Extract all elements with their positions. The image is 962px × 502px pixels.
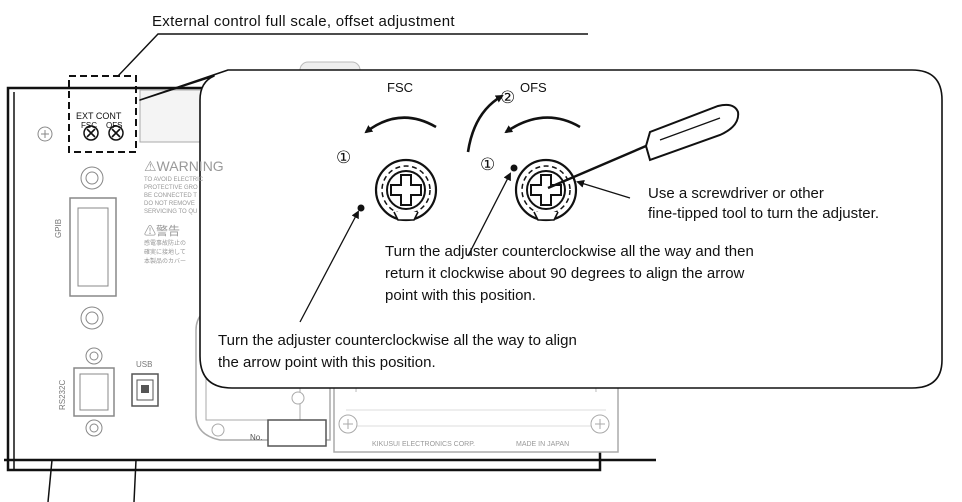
serial-no-label: No. [250,433,263,442]
keikoku-title: ⚠警告 [144,224,181,238]
ext-cont-callout [68,33,588,153]
tool-note-line-2: fine-tipped tool to turn the adjuster. [648,205,879,222]
ofs-note-line-2: return it clockwise about 90 degrees to … [385,265,745,282]
warning-line: PROTECTIVE GRO [144,185,198,191]
ext-ofs-label: OFS [106,121,123,130]
gpib-label: GPIB [54,218,63,238]
ext-cont-label: EXT CONT [76,111,122,121]
manufacturer-label: KIKUSUI ELECTRONICS CORP. [372,441,475,448]
leader-lines [299,172,631,323]
rs232c-label: RS232C [58,379,67,410]
step-1-ofs: ① [480,155,496,174]
fsc-adjuster-knob [374,158,438,222]
made-in-label: MADE IN JAPAN [516,441,570,448]
warning-line: BE CONNECTED T [144,193,197,199]
ofs-note-line-1: Turn the adjuster counterclockwise all t… [385,243,754,260]
screwdriver-icon [547,103,740,190]
keikoku-line: 本製品のカバー [144,259,187,265]
rotation-arrows [364,94,581,153]
keikoku-line: 確実に接地して [144,250,186,256]
usb-label: USB [136,360,153,369]
ofs-reference-dot [510,164,518,172]
fsc-label: FSC [387,80,413,95]
ofs-adjuster-knob [514,158,578,222]
callout-title: External control full scale, offset adju… [152,13,455,30]
tool-note-line-1: Use a screwdriver or other [648,185,824,202]
step-1-fsc: ① [336,148,352,167]
warning-line: SERVICING TO QU [144,209,198,215]
ext-fsc-label: FSC [81,121,97,130]
warning-title: ⚠WARNING [144,158,224,174]
fsc-note-line-1: Turn the adjuster counterclockwise all t… [218,332,577,349]
fsc-reference-dot [357,204,365,212]
ofs-label: OFS [520,80,547,95]
keikoku-line: 感電事故防止の [144,241,187,247]
step-2-ofs: ② [500,88,516,107]
ofs-note-line-3: point with this position. [385,287,536,304]
detail-balloon [139,69,943,389]
warning-line: TO AVOID ELECTRIC [144,177,204,183]
warning-line: DO NOT REMOVE [144,201,195,207]
fsc-note-line-2: the arrow point with this position. [218,354,436,371]
